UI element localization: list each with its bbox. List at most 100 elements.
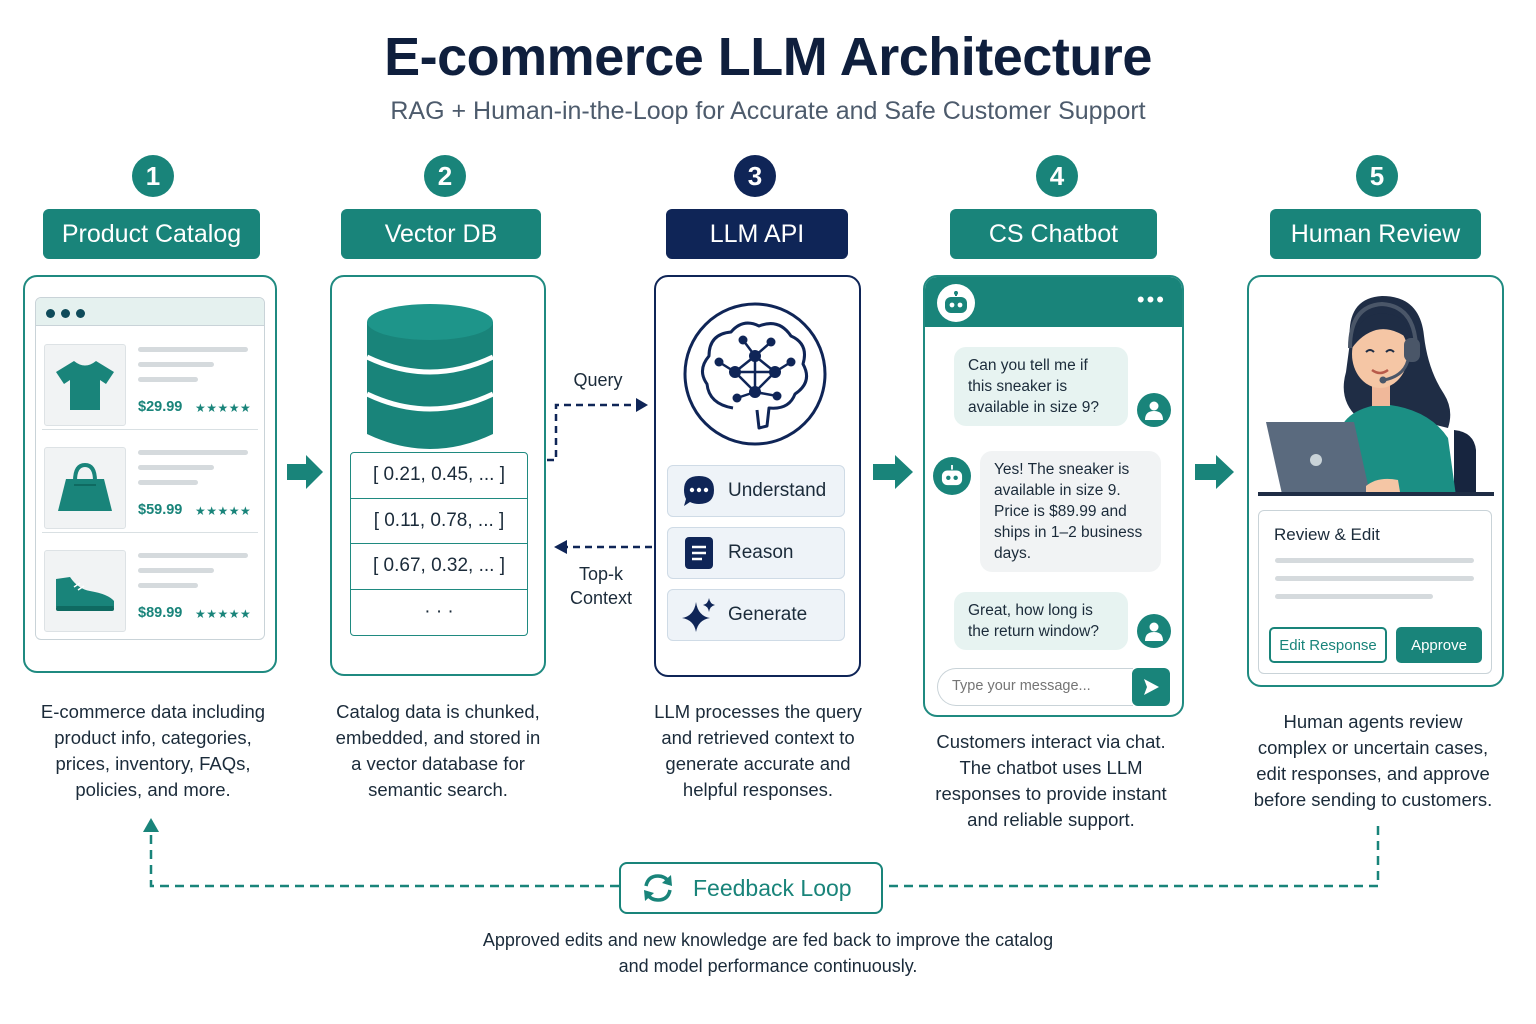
topk-context-label: Top-k Context [560,562,642,610]
description-line: Customers interact via chat. [936,731,1166,752]
chatbot-header: ••• [925,277,1182,327]
action-label: Understand [728,480,827,501]
step-number-5: 5 [1356,155,1398,197]
feedback-loop-box: Feedback Loop [619,862,883,914]
description-line: embedded, and stored in [335,727,541,748]
feedback-description: Approved edits and new knowledge are fed… [380,927,1156,979]
page-title: E-commerce LLM Architecture [384,27,1152,87]
chat-message-user: Great, how long is the return window? [954,592,1128,650]
chat-message-bot: Yes! The sneaker is available in size 9.… [980,451,1161,572]
step-label-cs-chatbot: CS Chatbot [950,209,1157,259]
description-line: Catalog data is chunked, [336,701,540,722]
step-description-2: Catalog data is chunked, embedded, and s… [318,699,558,803]
description-line: Human agents review [1283,711,1463,732]
step-description-3: LLM processes the query and retrieved co… [636,699,880,803]
text-placeholder-line [138,583,198,588]
description-line: generate accurate and [665,753,851,774]
description-line: before sending to customers. [1253,789,1493,810]
chat-message-input[interactable] [952,669,1132,703]
user-avatar-icon [1137,614,1171,648]
text-placeholder-line [138,362,214,367]
chat-bubble-icon [682,474,716,508]
product-price: $59.99 [138,502,183,518]
text-placeholder-line [138,450,248,455]
vector-row: [ 0.11, 0.78, ... ] [351,499,527,544]
text-placeholder-line [138,347,248,352]
text-placeholder-line [1275,558,1474,563]
llm-action-reason: Reason [667,527,845,579]
description-line: policies, and more. [75,779,231,800]
window-dot-icon [46,309,55,318]
product-row: $29.99 ★★★★★ [42,338,258,430]
description-line: edit responses, and approve [1256,763,1490,784]
step-label-product-catalog: Product Catalog [43,209,260,259]
product-rating: ★★★★★ [195,401,252,415]
description-line: LLM processes the query [654,701,862,722]
tshirt-icon [44,344,126,426]
edit-response-button[interactable]: Edit Response [1269,627,1387,663]
query-label: Query [573,370,623,390]
review-panel-title: Review & Edit [1274,525,1380,544]
step-number-3: 3 [734,155,776,197]
query-arrowhead [636,398,648,412]
vector-row: [ 0.67, 0.32, ... ] [351,544,527,590]
step-label-human-review: Human Review [1270,209,1481,259]
text-placeholder-line [1275,594,1433,599]
window-dot-icon [61,309,70,318]
product-price: $29.99 [138,399,183,415]
description-line: responses to provide instant [935,783,1167,804]
sneaker-icon [44,550,126,632]
handbag-icon [44,447,126,529]
query-connector [547,403,638,462]
arrow-4-5 [1195,455,1234,489]
description-line: E-commerce data including [40,701,266,722]
product-rating: ★★★★★ [195,607,252,621]
step-label-llm-api: LLM API [666,209,848,259]
brain-network-icon [683,302,827,446]
product-row: $59.99 ★★★★★ [42,441,258,533]
description-line: helpful responses. [682,779,834,800]
step-description-4: Customers interact via chat. The chatbot… [918,729,1184,833]
text-placeholder-line [138,480,198,485]
topk-arrowhead [554,540,567,554]
description-line: product info, categories, [54,727,252,748]
send-icon [1144,679,1159,695]
page-subtitle: RAG + Human-in-the-Loop for Accurate and… [390,97,1146,125]
feedback-connector [149,826,1380,888]
step-description-1: E-commerce data including product info, … [18,699,288,803]
step-description-5: Human agents review complex or uncertain… [1240,709,1506,813]
user-avatar-icon [1137,393,1171,427]
chat-input-box [937,668,1133,706]
llm-action-generate: Generate [667,589,845,641]
browser-titlebar [36,298,264,326]
label-line: Context [569,588,633,608]
step-number-2: 2 [424,155,466,197]
vector-table: [ 0.21, 0.45, ... ] [ 0.11, 0.78, ... ] … [350,452,528,636]
catalog-browser-window: $29.99 ★★★★★ $59.99 ★★★★★ $89.99 ★★★★★ [35,297,265,640]
description-line: and model performance continuously. [618,956,918,976]
description-line: prices, inventory, FAQs, [55,753,251,774]
description-line: The chatbot uses LLM [959,757,1143,778]
text-placeholder-line [138,377,198,382]
flow-arrows [287,455,1234,489]
label-line: Top-k [578,564,623,584]
description-line: Approved edits and new knowledge are fed… [482,930,1054,950]
support-agent-illustration [1258,296,1494,496]
approve-button[interactable]: Approve [1396,627,1482,663]
text-placeholder-line [138,465,214,470]
text-placeholder-line [138,568,214,573]
arrow-1-2 [287,455,323,489]
send-button[interactable] [1132,668,1170,706]
step-label-vector-db: Vector DB [341,209,541,259]
bot-avatar-icon [937,284,975,322]
product-rating: ★★★★★ [195,504,252,518]
vector-row: [ 0.21, 0.45, ... ] [351,453,527,499]
llm-action-understand: Understand [667,465,845,517]
bot-avatar-icon [933,457,971,495]
description-line: complex or uncertain cases, [1257,737,1489,758]
action-label: Reason [728,542,794,563]
product-row: $89.99 ★★★★★ [42,544,258,636]
sparkle-icon [682,598,716,632]
more-options-icon[interactable]: ••• [1136,287,1166,312]
